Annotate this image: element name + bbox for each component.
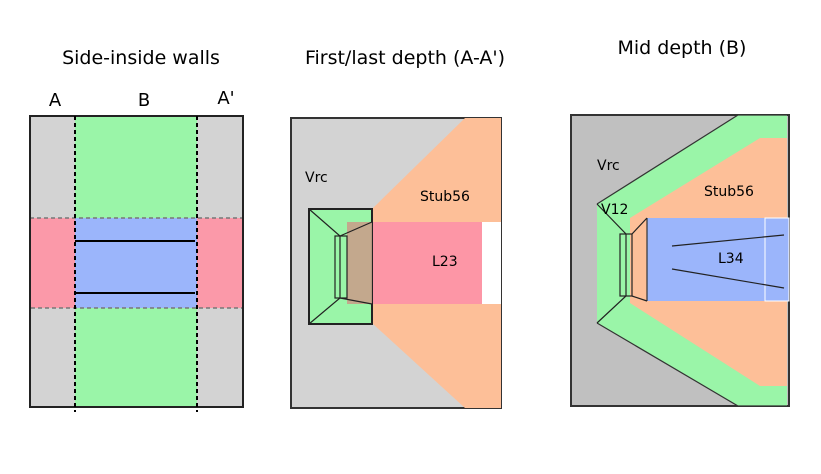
mid-stub-label: Stub56	[704, 184, 754, 200]
panel-first-last-title: First/last depth (A-A')	[305, 47, 505, 69]
mid-line-label: L34	[718, 251, 744, 267]
mid-line-end	[764, 217, 790, 302]
mid-vrc-cone	[596, 203, 627, 324]
first-last-line-gap	[482, 222, 501, 304]
mid-flare-bottom	[631, 295, 648, 302]
first-last-flare-bottom	[339, 297, 373, 305]
panel-first-last-depth: First/last depth (A-A') Vrc Stub56 L23	[290, 47, 505, 409]
mid-flare-top	[631, 217, 648, 235]
mid-taper-line-bottom	[671, 268, 785, 289]
panel-side-inside-walls: Side-inside walls A B A'	[29, 47, 244, 412]
first-last-vrc-cone	[308, 208, 341, 325]
mid-channel-edge-top	[596, 114, 787, 205]
first-last-line-region	[372, 222, 482, 304]
column-label-b: B	[138, 90, 150, 111]
mid-channel-edge-bottom	[596, 322, 787, 407]
panel-side-title: Side-inside walls	[62, 47, 220, 69]
first-last-stub-label: Stub56	[420, 189, 470, 205]
mid-taper-line-top	[671, 234, 785, 247]
mid-v12-label: V12	[601, 202, 628, 218]
panel-mid-depth: Mid depth (B) Vrc V12 Stub56 L34	[570, 37, 790, 407]
first-last-overlap	[347, 222, 372, 304]
first-last-vrc-label: Vrc	[305, 170, 328, 186]
column-label-a-prime: A'	[217, 88, 234, 109]
column-label-a: A	[49, 90, 62, 111]
side-blue-band	[75, 218, 197, 308]
mid-vrc-label: Vrc	[597, 158, 620, 174]
first-last-line-label: L23	[432, 254, 458, 270]
side-wall-outline	[29, 115, 244, 408]
panel-mid-title: Mid depth (B)	[618, 37, 747, 59]
first-last-flare-top	[339, 221, 373, 237]
